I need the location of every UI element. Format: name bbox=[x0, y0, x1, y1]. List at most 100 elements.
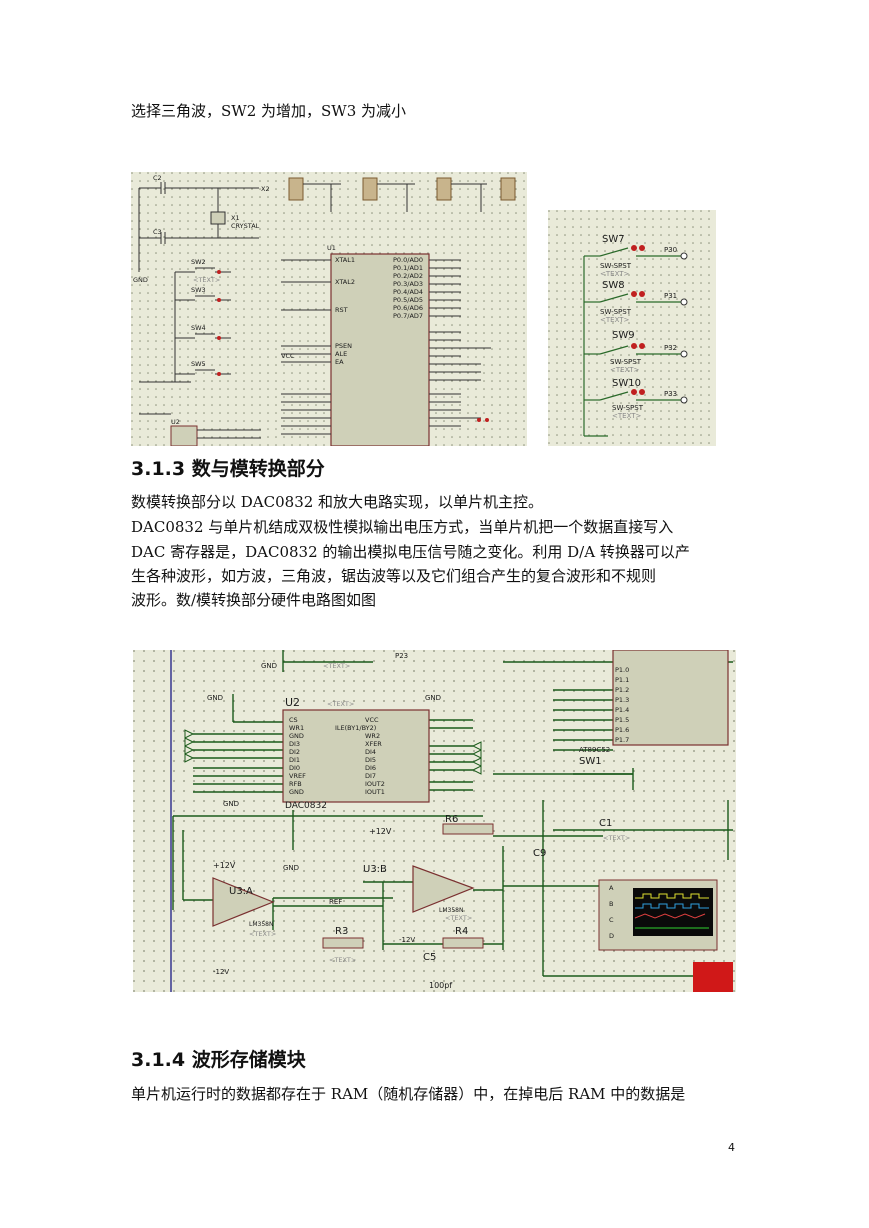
pin-label: XFER bbox=[365, 740, 382, 748]
label-at89c52: AT89C52 bbox=[579, 746, 610, 754]
switch-type: SW-SPST bbox=[612, 404, 644, 412]
port-p33: P33 bbox=[664, 390, 677, 398]
switch-type: SW-SPST bbox=[600, 308, 632, 316]
dac-schematic-figure: U2 DAC0832 U3:A U3:B LM358N LM358N R3 R4… bbox=[133, 650, 736, 992]
label-p23: P23 bbox=[395, 652, 408, 660]
label-c5: C5 bbox=[423, 952, 436, 963]
osc-channel-label: B bbox=[609, 900, 613, 908]
pin-label: P0.7/AD7 bbox=[393, 312, 423, 320]
pin-label: DI4 bbox=[365, 748, 376, 756]
label-gnd: GND bbox=[261, 662, 277, 670]
pin-label: P1.1 bbox=[615, 676, 629, 684]
pin-label: DI6 bbox=[365, 764, 376, 772]
label-gnd: GND bbox=[207, 694, 223, 702]
pin-label: DI5 bbox=[365, 756, 376, 764]
pin-label: VCC bbox=[365, 716, 379, 724]
pin-label: P1.2 bbox=[615, 686, 629, 694]
pin-label: DI0 bbox=[289, 764, 300, 772]
switch-panel-schematic: SW7 SW8 SW9 SW10 P30 P31 P32 P33 SW-SPST… bbox=[548, 210, 716, 446]
section-313-heading: 3.1.3 数与模转换部分 bbox=[131, 458, 325, 480]
label-opamp: LM358N bbox=[439, 907, 463, 914]
text-label: <TEXT> bbox=[612, 412, 642, 420]
label-c9: C9 bbox=[533, 848, 546, 859]
switch-type: SW-SPST bbox=[610, 358, 642, 366]
paragraph-line: 波形。数/模转换部分硬件电路图如图 bbox=[131, 591, 377, 609]
label-u2: U2 bbox=[285, 696, 300, 709]
text-label: <TEXT> bbox=[600, 270, 630, 278]
pin-label: P0.3/AD3 bbox=[393, 280, 423, 288]
pin-label: P1.5 bbox=[615, 716, 629, 724]
pin-label: WR1 bbox=[289, 724, 304, 732]
text-label: <TEXT> bbox=[610, 366, 640, 374]
pin-label: P0.2/AD2 bbox=[393, 272, 423, 280]
label-u2: U2 bbox=[171, 418, 180, 426]
pin-label: P1.4 bbox=[615, 706, 629, 714]
paragraph-line: 数模转换部分以 DAC0832 和放大电路实现，以单片机主控。 bbox=[131, 493, 544, 511]
paragraph-line: DAC 寄存器是，DAC0832 的输出模拟电压信号随之变化。利用 D/A 转换… bbox=[131, 543, 690, 561]
pin-label: ALE bbox=[335, 350, 347, 358]
pin-label: DI7 bbox=[365, 772, 376, 780]
label-u1: U1 bbox=[327, 244, 336, 252]
pin-label: XTAL1 bbox=[335, 256, 355, 264]
paragraph-line: 生各种波形，如方波，三角波，锯齿波等以及它们组合产生的复合波形和不规则 bbox=[131, 567, 657, 585]
text-label: <TEXT> bbox=[445, 914, 472, 922]
text-label: <TEXT> bbox=[323, 662, 350, 670]
osc-channel-label: C bbox=[609, 916, 614, 924]
osc-channel-label: A bbox=[609, 884, 614, 892]
osc-channel-label: D bbox=[609, 932, 614, 940]
pin-label: RFB bbox=[289, 780, 302, 788]
vcc-label: VCC bbox=[281, 352, 295, 360]
pin-label: P0.4/AD4 bbox=[393, 288, 423, 296]
text-label: <TEXT> bbox=[327, 700, 354, 708]
switch-sw9: SW9 bbox=[612, 330, 635, 341]
text-label: <TEXT> bbox=[249, 930, 276, 938]
label-gnd: GND bbox=[283, 864, 299, 872]
paragraph-line: 单片机运行时的数据都存在于 RAM（随机存储器）中，在掉电后 RAM 中的数据是 bbox=[131, 1085, 686, 1103]
text-label: <TEXT> bbox=[329, 956, 356, 964]
gnd-label: GND bbox=[133, 276, 148, 284]
pin-label: IOUT1 bbox=[365, 788, 385, 796]
text-label: <TEXT> bbox=[600, 316, 630, 324]
label-plus12v: +12V bbox=[369, 827, 392, 836]
pin-label: P1.6 bbox=[615, 726, 629, 734]
label-c2: C2 bbox=[153, 174, 162, 182]
page-number: 4 bbox=[728, 1141, 735, 1154]
label-sw3: SW3 bbox=[191, 286, 206, 294]
label-r6: R6 bbox=[445, 814, 458, 825]
label-c5-value: 100pf bbox=[429, 981, 452, 990]
pin-label: GND bbox=[289, 788, 304, 796]
mcu-schematic-figure: C2 C3 X1 CRYSTAL X2 U1 U2 SW2 SW3 SW4 SW… bbox=[131, 172, 527, 446]
label-sw4: SW4 bbox=[191, 324, 206, 332]
label-ref: REF bbox=[329, 898, 342, 906]
text-label: <TEXT> bbox=[603, 834, 630, 842]
intro-line: 选择三角波，SW2 为增加，SW3 为减小 bbox=[131, 102, 407, 120]
pin-label: ILE(BY1/BY2) bbox=[335, 724, 376, 732]
pin-label: GND bbox=[289, 732, 304, 740]
label-minus12v: -12V bbox=[399, 936, 415, 944]
pin-label: RST bbox=[335, 306, 348, 314]
label-plus12v: +12V bbox=[213, 861, 236, 870]
port-p31: P31 bbox=[664, 292, 677, 300]
switch-sw10: SW10 bbox=[612, 378, 641, 389]
label-sw1: SW1 bbox=[579, 756, 602, 767]
switch-sw8: SW8 bbox=[602, 280, 625, 291]
port-p32: P32 bbox=[664, 344, 677, 352]
pin-label: P0.5/AD5 bbox=[393, 296, 423, 304]
label-r3: R3 bbox=[335, 926, 348, 937]
label-sw2: SW2 bbox=[191, 258, 206, 266]
pin-label: DI2 bbox=[289, 748, 300, 756]
label-x2: X2 bbox=[261, 185, 270, 193]
label-u3a: U3:A bbox=[229, 886, 253, 897]
label-gnd: GND bbox=[425, 694, 441, 702]
pin-label: XTAL2 bbox=[335, 278, 355, 286]
text-label: <TEXT> bbox=[193, 276, 220, 284]
section-314-heading: 3.1.4 波形存储模块 bbox=[131, 1049, 306, 1071]
pin-label: P0.0/AD0 bbox=[393, 256, 423, 264]
dac-schematic: U2 DAC0832 U3:A U3:B LM358N LM358N R3 R4… bbox=[133, 650, 736, 992]
pin-label: P0.6/AD6 bbox=[393, 304, 423, 312]
pin-label: WR2 bbox=[365, 732, 380, 740]
pin-label: P1.7 bbox=[615, 736, 629, 744]
label-c1: C1 bbox=[599, 818, 612, 829]
label-u3b: U3:B bbox=[363, 864, 387, 875]
label-sw5: SW5 bbox=[191, 360, 206, 368]
